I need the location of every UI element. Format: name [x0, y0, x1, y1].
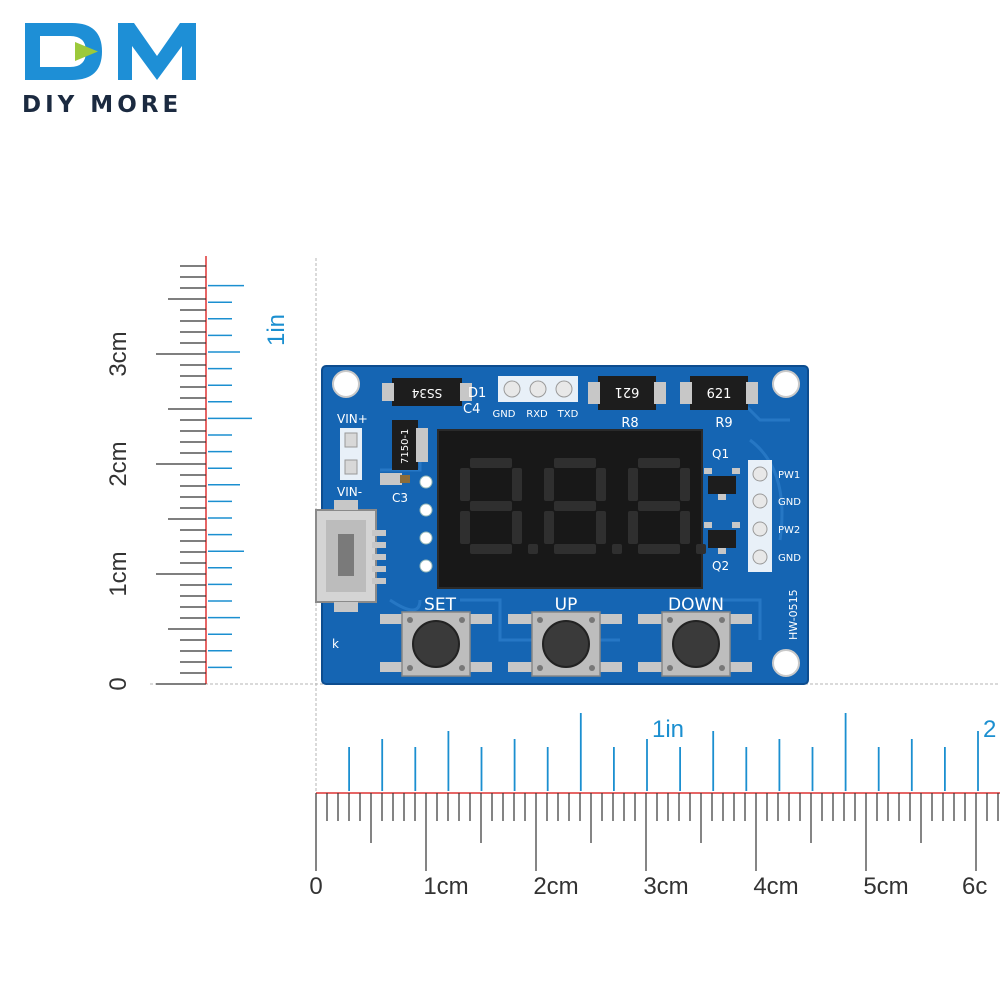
r9-label: R9 — [715, 416, 732, 431]
v-cm-label-0: 0 — [105, 677, 132, 690]
transistor-q1 — [708, 476, 736, 494]
up-button[interactable] — [508, 611, 622, 677]
logo-letter-d-icon — [25, 23, 102, 80]
display-segment — [544, 468, 554, 501]
display-segment — [554, 501, 596, 511]
display-segment — [554, 458, 596, 468]
up-label: UP — [555, 595, 578, 615]
header-pw1-label: PW1 — [778, 470, 800, 481]
h-cm-label-0: 0 — [309, 873, 322, 900]
v-cm-label-3: 3cm — [105, 331, 132, 376]
resistor-r9 — [690, 376, 748, 410]
h-cm-label-5: 5cm — [863, 873, 908, 900]
logo-letter-m-icon — [118, 23, 196, 80]
mount-hole-tr — [772, 370, 800, 398]
display-digits — [460, 458, 706, 554]
h-cm-label-1: 1cm — [423, 873, 468, 900]
display-segment — [544, 511, 554, 544]
display-segment — [470, 458, 512, 468]
regulator-marking: 7150-1 — [400, 429, 411, 464]
display-segment — [628, 468, 638, 501]
vin-minus-label: VIN- — [337, 485, 362, 499]
display-segment — [512, 511, 522, 544]
display-segment — [638, 544, 680, 554]
display-segment — [596, 468, 606, 501]
display-segment — [628, 511, 638, 544]
header-gnd1-label: GND — [778, 497, 801, 508]
display-segment — [596, 511, 606, 544]
logo-arrow-icon — [75, 42, 98, 61]
r8-label: R8 — [621, 416, 638, 431]
header-txd-label: TXD — [557, 409, 579, 420]
q1-label: Q1 — [712, 447, 729, 461]
display-segment — [460, 511, 470, 544]
regulator-component — [392, 420, 418, 470]
display-dp — [696, 544, 706, 554]
display-dp — [528, 544, 538, 554]
vin-plus-label: VIN+ — [337, 412, 368, 426]
display-segment — [638, 501, 680, 511]
h-cm-label-3: 3cm — [643, 873, 688, 900]
v-inch-label: 1in — [263, 314, 290, 346]
h-cm-label-4: 4cm — [753, 873, 798, 900]
mount-hole-tl — [332, 370, 360, 398]
c3-label: C3 — [392, 491, 408, 505]
header-top — [498, 376, 578, 402]
down-label: DOWN — [668, 595, 724, 615]
d1-label: D1 — [468, 386, 486, 401]
display-segment — [470, 501, 512, 511]
header-gnd-label: GND — [493, 409, 516, 420]
display-dp — [612, 544, 622, 554]
display-segment — [512, 468, 522, 501]
diy-more-logo — [25, 23, 196, 80]
horizontal-ruler: 0 1cm 2cm 3cm 4cm 5cm 6c 1in 2 — [309, 713, 1000, 900]
display-segment — [680, 511, 690, 544]
micro-usb-port[interactable] — [315, 500, 386, 612]
h-cm-label-2: 2cm — [533, 873, 578, 900]
q2-label: Q2 — [712, 559, 729, 573]
header-rxd-label: RXD — [526, 409, 548, 420]
c4-label: C4 — [463, 402, 480, 417]
resistor-r8-code: 621 — [615, 384, 640, 399]
mount-hole-br — [772, 649, 800, 677]
k-label: k — [332, 637, 339, 651]
display-segment — [460, 468, 470, 501]
h-inch-label-2: 2 — [983, 716, 996, 743]
header-pw2-label: PW2 — [778, 525, 800, 536]
set-button[interactable] — [380, 611, 492, 677]
display-segment — [470, 544, 512, 554]
h-cm-label-6: 6c — [962, 873, 987, 900]
set-label: SET — [424, 595, 457, 615]
diode-marking: SS34 — [412, 386, 443, 400]
display-segment — [554, 544, 596, 554]
down-button[interactable] — [638, 611, 752, 677]
header-gnd2-label: GND — [778, 553, 801, 564]
v-cm-label-2: 2cm — [105, 441, 132, 486]
v-cm-label-1: 1cm — [105, 551, 132, 596]
transistor-q2 — [708, 530, 736, 548]
resistor-r8 — [598, 376, 656, 410]
display-segment — [638, 458, 680, 468]
vertical-ruler: 0 1cm 2cm 3cm 1in — [105, 256, 290, 691]
pcb-board: SS34 D1 C4 GND RXD TXD 621 R8 621 R9 VIN… — [315, 365, 809, 685]
diode-component — [392, 378, 462, 406]
brand-name: DIY MORE — [22, 92, 183, 118]
resistor-r9-code: 621 — [707, 387, 732, 402]
h-inch-label-1: 1in — [652, 716, 684, 743]
model-label: HW-0515 — [787, 589, 800, 640]
display-segment — [680, 468, 690, 501]
